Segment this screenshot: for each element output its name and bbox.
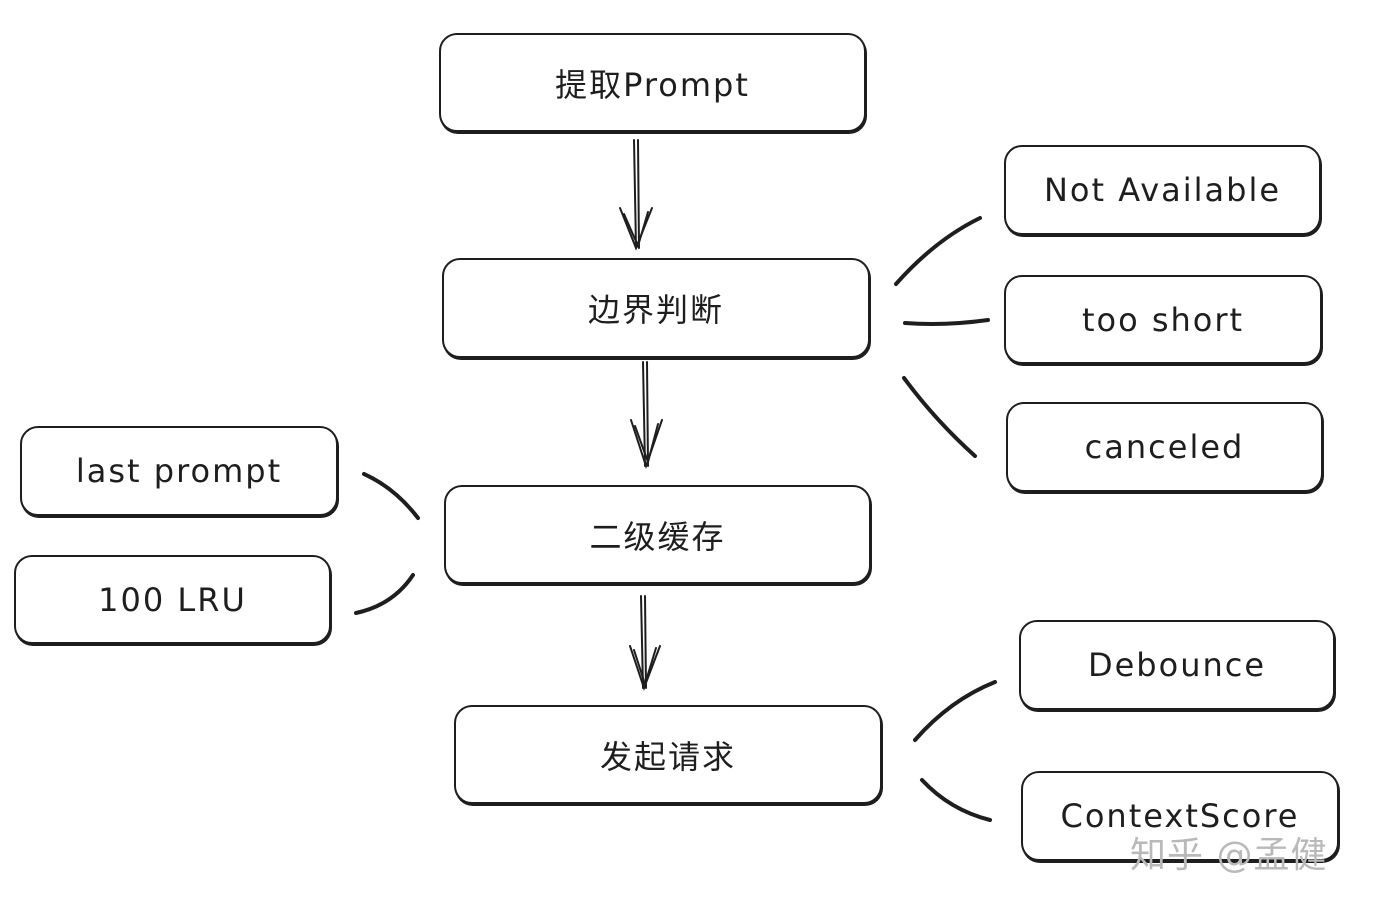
connector-last-prompt-cache — [362, 472, 420, 520]
node-send-request: 发起请求 — [454, 705, 882, 804]
node-100-lru: 100 LRU — [14, 555, 331, 644]
connector-request-contextscore — [920, 778, 992, 822]
arrow-extract-to-boundary — [619, 139, 653, 251]
node-two-level-cache: 二级缓存 — [444, 485, 871, 584]
node-not-available-label: Not Available — [1043, 171, 1282, 209]
node-extract-prompt-label: 提取Prompt — [555, 65, 750, 104]
node-boundary-check-label: 边界判断 — [587, 291, 724, 329]
node-canceled-label: canceled — [1084, 428, 1245, 466]
connector-boundary-canceled — [902, 376, 977, 458]
node-debounce: Debounce — [1019, 620, 1335, 710]
connector-boundary-not-available — [894, 216, 982, 286]
node-two-level-cache-label: 二级缓存 — [589, 517, 726, 556]
node-too-short: too short — [1004, 275, 1322, 364]
node-not-available: Not Available — [1004, 145, 1321, 235]
arrow-cache-to-request — [629, 595, 661, 691]
node-boundary-check: 边界判断 — [442, 258, 870, 358]
node-last-prompt-label: last prompt — [75, 452, 283, 490]
connector-lru-cache — [354, 573, 415, 615]
node-last-prompt: last prompt — [20, 426, 338, 516]
connector-request-debounce — [913, 680, 997, 742]
node-canceled: canceled — [1006, 402, 1323, 492]
node-extract-prompt: 提取Prompt — [439, 33, 866, 132]
node-debounce-label: Debounce — [1087, 646, 1267, 684]
node-too-short-label: too short — [1081, 300, 1245, 339]
node-100-lru-label: 100 LRU — [98, 580, 247, 619]
node-send-request-label: 发起请求 — [599, 737, 736, 776]
node-context-score: ContextScore — [1021, 771, 1339, 861]
watermark: 知乎 @孟健 — [1130, 835, 1328, 876]
connector-boundary-too-short — [903, 318, 990, 326]
node-context-score-label: ContextScore — [1060, 797, 1300, 835]
arrow-boundary-to-cache — [630, 361, 663, 470]
